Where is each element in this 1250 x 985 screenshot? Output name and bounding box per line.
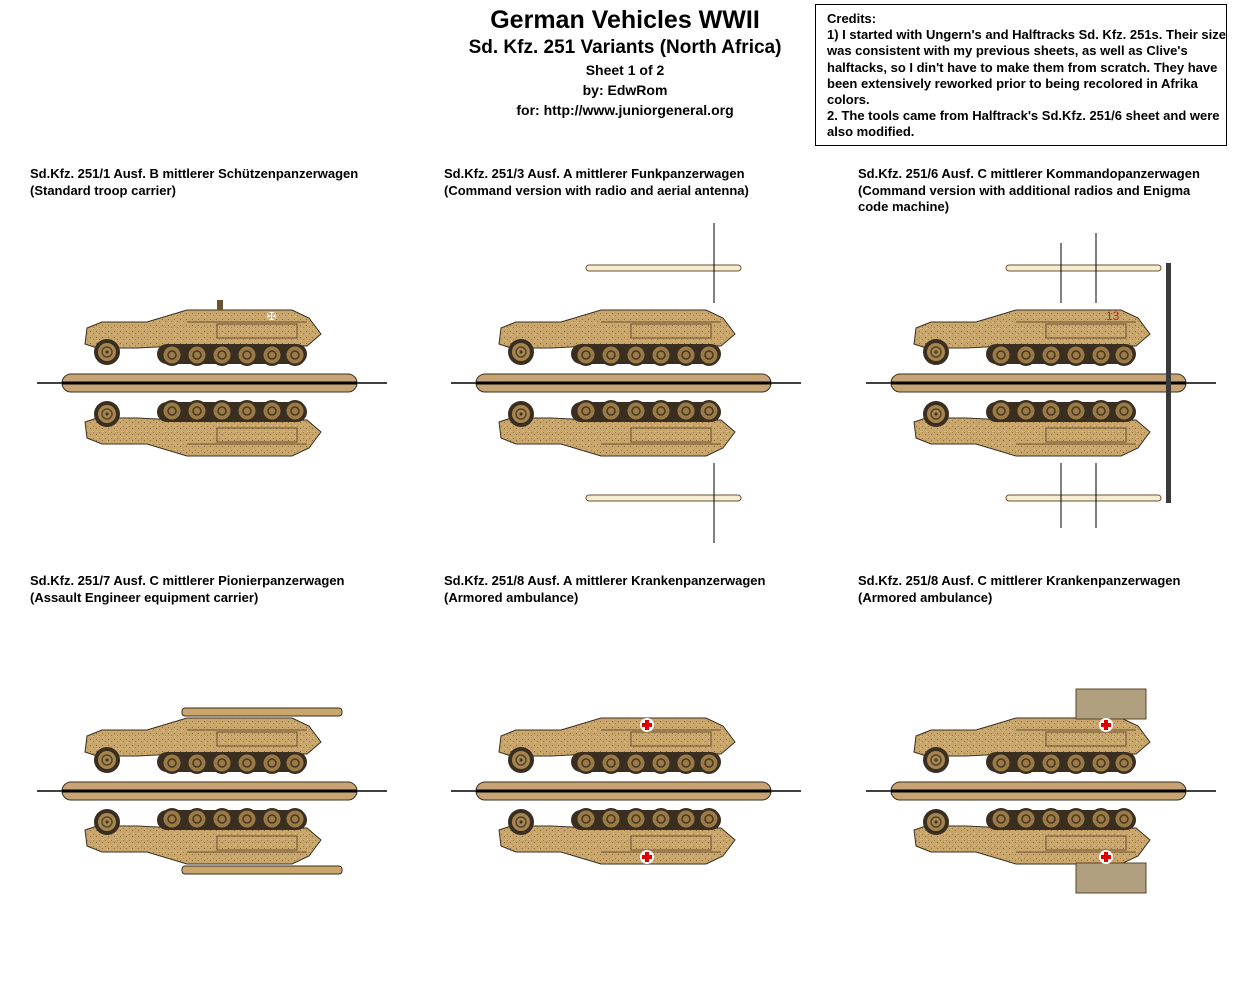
- vehicle-name: Sd.Kfz. 251/1 Ausf. B mittlerer Schützen…: [30, 166, 359, 181]
- red-cross-icon: [640, 718, 654, 864]
- vehicle-sprite-251-8-a: [451, 631, 801, 951]
- credits-heading: Credits:: [827, 11, 877, 26]
- vehicle-name: Sd.Kfz. 251/6 Ausf. C mittlerer Kommando…: [858, 166, 1200, 181]
- red-cross-icon: [1099, 718, 1113, 864]
- sheet-subtitle: Sd. Kfz. 251 Variants (North Africa): [468, 37, 782, 58]
- vehicle-caption-6: Sd.Kfz. 251/8 Ausf. C mittlerer Krankenp…: [858, 573, 1180, 606]
- vehicle-caption-3: Sd.Kfz. 251/6 Ausf. C mittlerer Kommando…: [858, 166, 1218, 216]
- vehicle-name: Sd.Kfz. 251/8 Ausf. C mittlerer Krankenp…: [858, 573, 1181, 588]
- svg-text:13: 13: [1106, 309, 1120, 323]
- vehicle-caption-5: Sd.Kfz. 251/8 Ausf. A mittlerer Krankenp…: [444, 573, 765, 606]
- vehicle-description: (Command version with radio and aerial a…: [444, 182, 749, 198]
- vehicle-sprite-251-8-c: [866, 631, 1216, 951]
- vehicle-name: Sd.Kfz. 251/7 Ausf. C mittlerer Pionierp…: [30, 573, 345, 588]
- vehicle-description: (Assault Engineer equipment carrier): [30, 589, 259, 605]
- vehicle-description: (Command version with additional radios …: [858, 182, 1191, 215]
- vehicle-sprite-251-3: [451, 223, 801, 543]
- vehicle-sprite-251-1: ✠: [37, 223, 387, 543]
- sheet-title-block: German Vehicles WWII Sd. Kfz. 251 Varian…: [440, 4, 810, 120]
- sheet-author: by: EdwRom: [582, 82, 668, 98]
- sheet-number: Sheet 1 of 2: [585, 62, 665, 78]
- vehicle-caption-2: Sd.Kfz. 251/3 Ausf. A mittlerer Funkpanz…: [444, 166, 749, 199]
- vehicle-caption-4: Sd.Kfz. 251/7 Ausf. C mittlerer Pionierp…: [30, 573, 345, 606]
- credits-box: Credits: 1) I started with Ungern's and …: [815, 4, 1227, 146]
- vehicle-sprite-251-6: 13: [866, 223, 1216, 543]
- sheet-site-link[interactable]: for: http://www.juniorgeneral.org: [516, 102, 734, 118]
- credits-line-2: 2. The tools came from Halftrack's Sd.Kf…: [827, 108, 1220, 140]
- vehicle-description: (Armored ambulance): [444, 589, 579, 605]
- vehicle-description: (Standard troop carrier): [30, 182, 176, 198]
- credits-line-1: 1) I started with Ungern's and Halftrack…: [827, 27, 1226, 108]
- vehicle-name: Sd.Kfz. 251/3 Ausf. A mittlerer Funkpanz…: [444, 166, 745, 181]
- vehicle-sprite-251-7: [37, 631, 387, 951]
- sheet-title: German Vehicles WWII: [490, 6, 760, 34]
- vehicle-description: (Armored ambulance): [858, 589, 993, 605]
- vehicle-name: Sd.Kfz. 251/8 Ausf. A mittlerer Krankenp…: [444, 573, 766, 588]
- svg-text:✠: ✠: [267, 310, 276, 323]
- vehicle-caption-1: Sd.Kfz. 251/1 Ausf. B mittlerer Schützen…: [30, 166, 358, 199]
